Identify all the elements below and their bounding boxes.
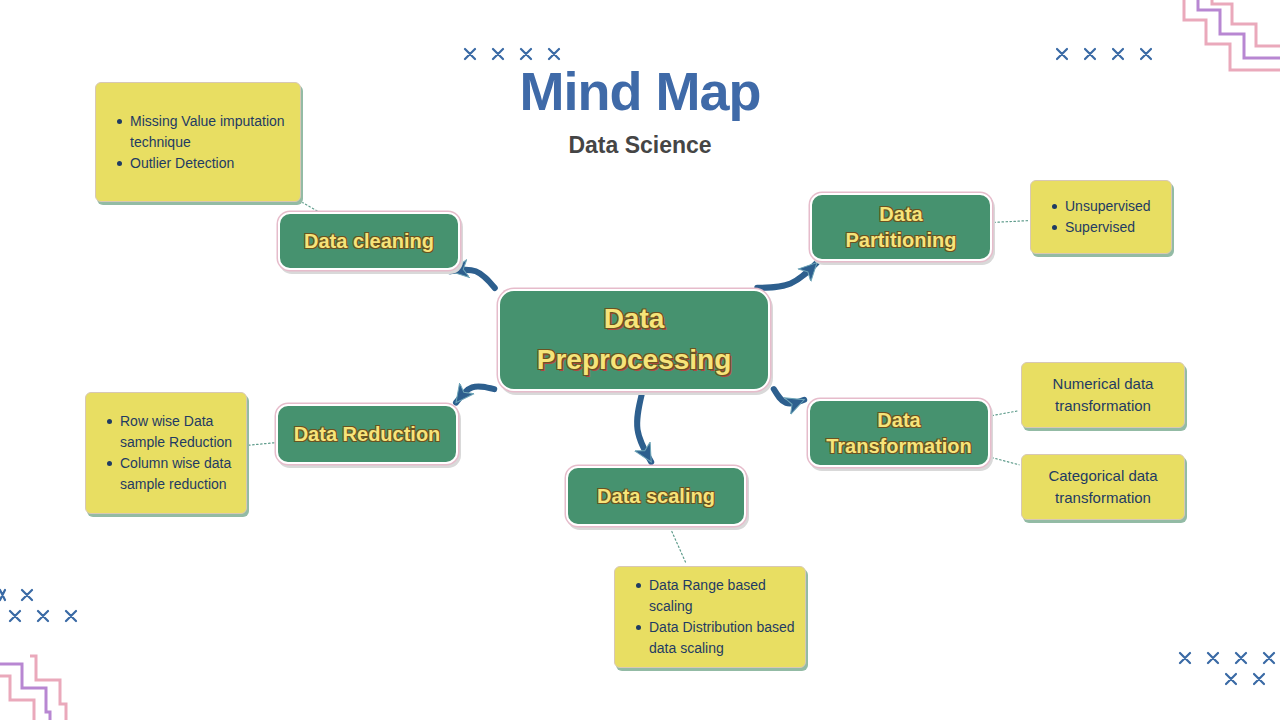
leader-line: [249, 443, 274, 445]
node-text: Data cleaning: [294, 228, 444, 254]
topic-box: Data cleaning: [278, 212, 460, 270]
node-text: Outlier Detection: [108, 153, 290, 174]
leader-line: [992, 458, 1019, 465]
topic-box: Data scaling: [566, 466, 746, 526]
arrow-connector: [456, 386, 494, 402]
node-text: Row wise Data sample Reduction: [98, 411, 236, 453]
bullet-note: Missing Value imputation techniqueOutlie…: [95, 82, 301, 202]
arrow-connector: [774, 389, 804, 403]
leader-line: [303, 203, 317, 211]
node-text: Unsupervised: [1043, 196, 1161, 217]
arrow-connector: [450, 270, 494, 288]
bullet-note: Data Range based scalingData Distributio…: [614, 566, 806, 668]
note-box: Numerical data transformation: [1021, 362, 1185, 428]
node-text: Data Preprocessing: [512, 299, 756, 380]
node-text: Supervised: [1043, 217, 1161, 238]
node-text: Numerical data transformation: [1032, 373, 1174, 418]
node-text: Data Distribution based data scaling: [627, 617, 795, 659]
leader-line: [994, 221, 1028, 223]
node-text: Column wise data sample reduction: [98, 453, 236, 495]
node-text: Data Transformation: [824, 407, 974, 459]
node-text: Data Partitioning: [826, 201, 976, 253]
subtitle: Data Science: [440, 132, 840, 160]
arrow-connector: [757, 263, 817, 288]
leader-line: [992, 411, 1019, 416]
cross-marks: [0, 49, 1274, 684]
topic-box: Data Transformation: [808, 399, 990, 467]
arrow-connector: [637, 395, 651, 462]
bullet-note: UnsupervisedSupervised: [1030, 180, 1172, 254]
leader-line: [670, 528, 686, 564]
node-text: Data Reduction: [292, 421, 442, 447]
note-box: Categorical data transformation: [1021, 454, 1185, 520]
node-text: Data scaling: [582, 483, 730, 509]
bullet-note: Row wise Data sample ReductionColumn wis…: [85, 392, 247, 514]
topic-box: Data Reduction: [276, 404, 458, 464]
node-text: Missing Value imputation technique: [108, 111, 290, 153]
node-text: Data Range based scaling: [627, 575, 795, 617]
topic-box: Data Partitioning: [810, 193, 992, 261]
node-text: Categorical data transformation: [1032, 465, 1174, 510]
central-topic: Data Preprocessing: [498, 289, 770, 390]
